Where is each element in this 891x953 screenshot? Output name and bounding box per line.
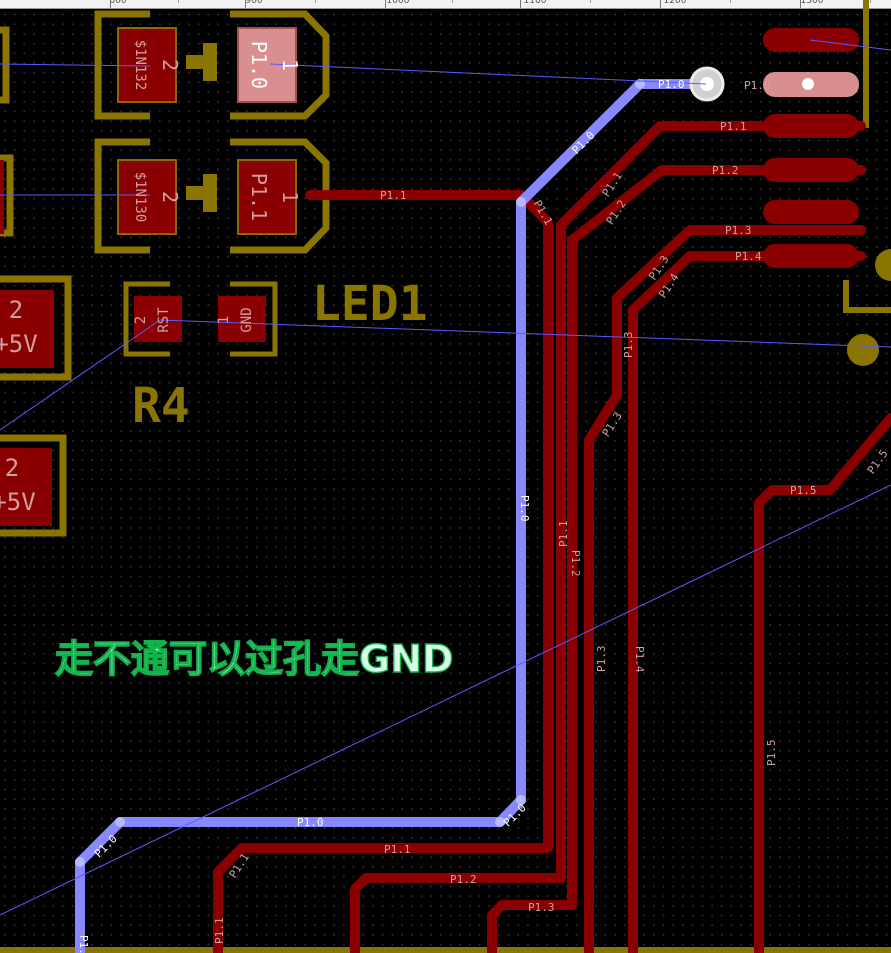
net-label: P1.4 — [633, 646, 646, 673]
net-label: P1.5 — [790, 484, 817, 497]
refdes-r4: R4 — [132, 378, 190, 434]
pad-number: 2 — [158, 191, 182, 203]
pad-number: 1 — [278, 191, 302, 203]
net-label: P1.0 — [501, 801, 529, 829]
track-p1-2 — [487, 165, 866, 953]
track-p1-1b — [350, 121, 866, 953]
net-label: P1.4 — [735, 250, 762, 263]
pad-number: 2 — [9, 296, 23, 324]
pad-net-label: +5V — [0, 330, 38, 358]
net-label: P1.2 — [450, 873, 477, 886]
net-label: P1.0 — [518, 495, 531, 522]
net-label: P1.3 — [725, 224, 752, 237]
track-p1-3 — [584, 225, 866, 953]
net-label: P1.1 — [600, 170, 625, 199]
conn-pad — [763, 200, 859, 224]
pad-number: 1 — [216, 316, 232, 324]
pad-1n130-1 — [237, 159, 297, 235]
pad-labels: 2 $1N132 1 P1.0 2 $1N130 1 P1.1 2 RST 1 … — [0, 40, 302, 516]
pad-net-label: P1.0 — [247, 41, 271, 89]
net-label: P1.3 — [622, 332, 635, 359]
pad-net-label: $1N130 — [132, 172, 148, 223]
ruler-label: 900 — [245, 0, 263, 6]
net-label: P1.1 — [557, 521, 570, 548]
refdes-led1: LED1 — [312, 276, 428, 332]
track-p1-5 — [754, 413, 891, 953]
conn-pad — [763, 114, 859, 138]
led-polarity-marks — [186, 43, 891, 366]
net-label: P1.0 — [658, 78, 685, 91]
ruler-label: 1300 — [800, 0, 824, 6]
pad-net-label: +5V — [0, 488, 36, 516]
conn-pad — [763, 158, 859, 182]
net-label: P1.0 — [297, 816, 324, 829]
pin1-marker — [847, 334, 879, 366]
ruler-label: 800 — [109, 0, 127, 6]
net-label: P1.5 — [765, 740, 778, 767]
ruler-label: 1100 — [523, 0, 547, 6]
net-label: P1.0 — [77, 935, 90, 953]
pad-net-label: GND — [239, 307, 255, 332]
copper-tracks[interactable] — [213, 121, 891, 953]
ruler-label: 1000 — [386, 0, 410, 6]
pad-number: 1 — [278, 59, 302, 71]
net-label: P1.1 — [720, 120, 747, 133]
pad-net-label: P1.1 — [247, 173, 271, 221]
net-label: P1.3 — [528, 901, 555, 914]
pad-1n132-2 — [117, 27, 177, 103]
horizontal-ruler: 800 900 1000 1100 1200 1300 — [0, 0, 891, 9]
pad-net-label: $1N132 — [132, 40, 148, 91]
led-1n130-outline-left — [94, 138, 150, 254]
net-label: P1.2 — [712, 164, 739, 177]
pad-r4-1 — [218, 296, 266, 342]
pad-number: 2 — [158, 59, 182, 71]
net-label: P1.2 — [569, 550, 582, 577]
annotation-text: 走不通可以过孔走GND — [54, 636, 454, 681]
net-label: P1.3 — [595, 646, 608, 673]
ruler-label: 1200 — [663, 0, 687, 6]
net-label: P1.1 — [380, 189, 407, 202]
pad-number: 2 — [133, 316, 149, 324]
pad-net-label: RST — [156, 307, 172, 333]
ratsnest-lines — [0, 39, 891, 916]
refdes-labels: LED1 R4 — [132, 276, 428, 434]
net-label: P1.1 — [384, 843, 411, 856]
pad-r4-2 — [134, 296, 182, 342]
led-1n132-outline-right — [230, 10, 330, 120]
pad-1n130-2 — [117, 159, 177, 235]
selected-track-p1-0[interactable] — [75, 79, 711, 953]
net-label: P1.0 — [744, 79, 771, 92]
pad-number: 2 — [5, 454, 19, 482]
net-label: P1.0 — [92, 832, 120, 860]
conn-pad — [763, 244, 859, 268]
net-label: P1.1 — [213, 918, 226, 945]
track-p1-4 — [628, 251, 866, 953]
pads[interactable] — [0, 27, 859, 526]
